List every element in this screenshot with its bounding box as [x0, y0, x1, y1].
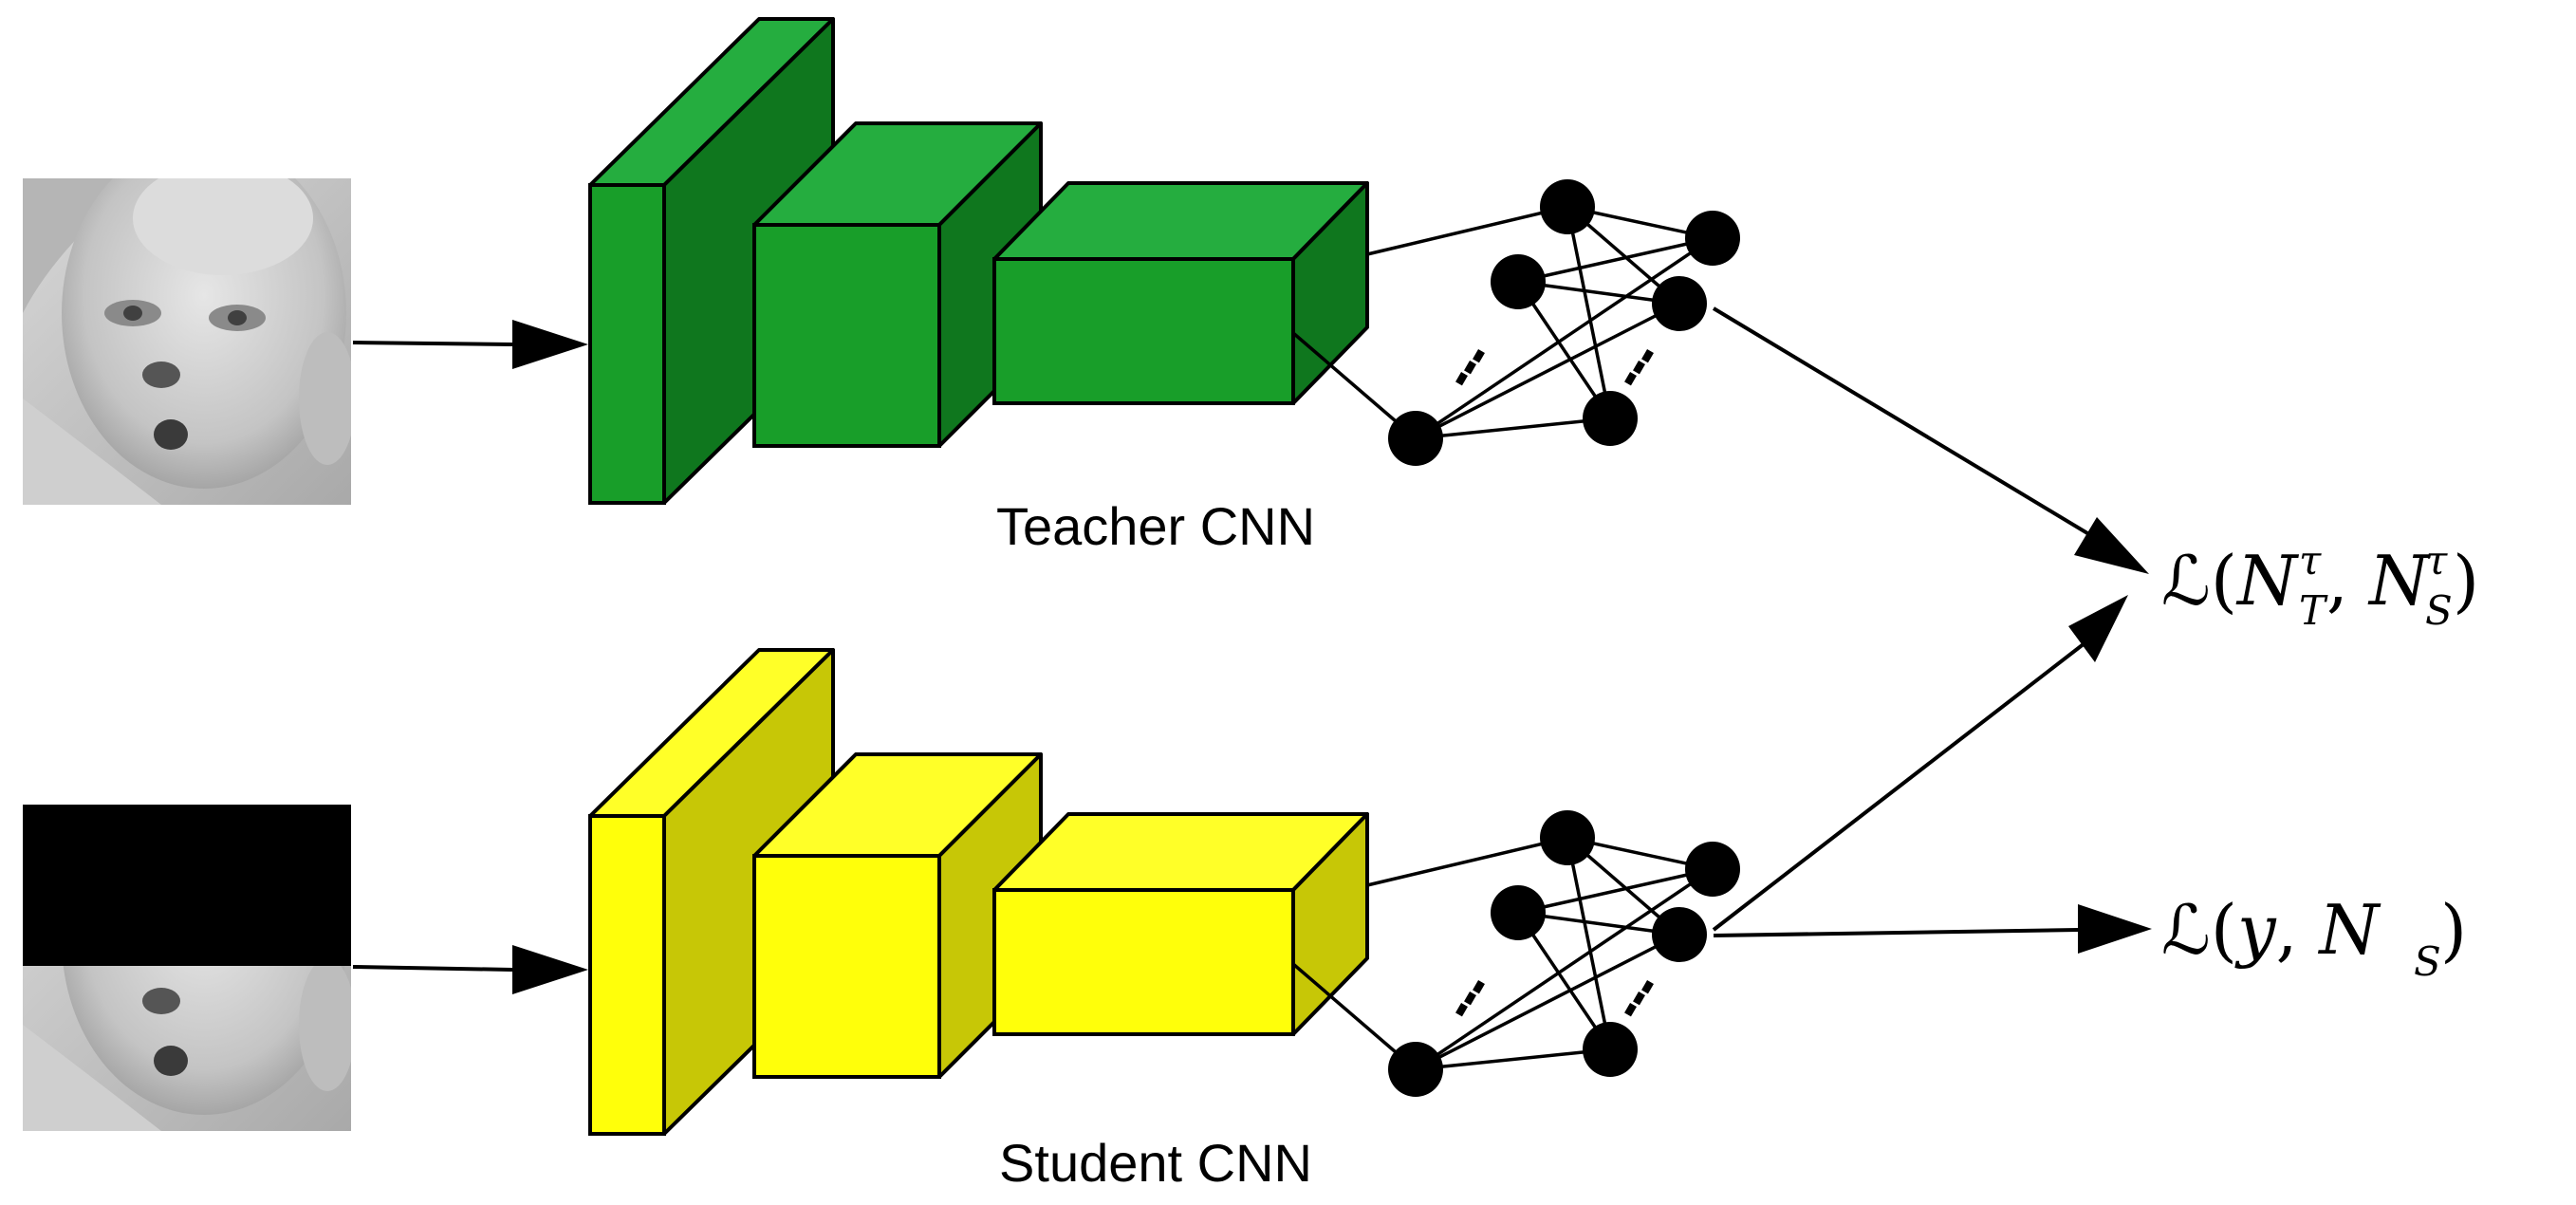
svg-text:,: ,	[2326, 541, 2348, 621]
ellipsis-dots	[1455, 348, 1654, 386]
neuron-layer2-2	[1583, 391, 1638, 446]
svg-text:ℒ(y, N: ℒ(y, N	[2161, 890, 2381, 970]
svg-text:τ: τ	[2299, 537, 2322, 584]
student-fully-connected-layers	[1291, 810, 1740, 1097]
teacher-fully-connected-layers	[1291, 179, 1740, 466]
svg-text:τ: τ	[2425, 537, 2448, 584]
svg-text:N: N	[2367, 541, 2432, 621]
neuron-layer1-2	[1388, 1042, 1443, 1097]
student-cnn	[588, 648, 1369, 1136]
student-cnn-label: Student CNN	[999, 1133, 1312, 1193]
neuron-layer1-2	[1388, 411, 1443, 466]
conv-layer-1	[588, 648, 835, 1136]
student-to-distillation-arrow	[1712, 595, 2128, 932]
student-input-arrow	[352, 945, 588, 994]
neuron-layer1-1	[1491, 885, 1546, 940]
ellipsis-dots	[1455, 979, 1654, 1017]
loss-script: ℒ	[2161, 541, 2211, 621]
conv-layer-3	[992, 812, 1369, 1036]
conv-layer-1	[588, 17, 835, 505]
svg-text:S: S	[2425, 587, 2453, 634]
svg-text:T: T	[2299, 587, 2328, 634]
neuron-layer2-2	[1583, 1022, 1638, 1077]
neuron-layer2-0	[1685, 842, 1740, 897]
neuron-layer2-0	[1685, 211, 1740, 266]
neuron-layer2-1	[1652, 907, 1707, 962]
neuron-layer2-1	[1652, 276, 1707, 331]
svg-text:): )	[2453, 541, 2479, 621]
teacher-input-image	[23, 178, 351, 505]
teacher-input-arrow	[352, 320, 588, 369]
teacher-cnn	[588, 17, 1369, 505]
svg-text:): )	[2440, 890, 2467, 970]
distillation-loss-formula: ℒ(N τ T , N τ S )	[2161, 537, 2479, 634]
teacher-cnn-label: Teacher CNN	[996, 496, 1315, 556]
neuron-layer1-0	[1540, 810, 1595, 865]
loss-script: ℒ	[2161, 890, 2211, 970]
neuron-layer1-1	[1491, 254, 1546, 309]
conv-layer-3	[992, 181, 1369, 405]
svg-text:S: S	[2414, 938, 2441, 985]
student-input-image	[23, 805, 351, 1131]
teacher-output-arrow	[1712, 306, 2149, 574]
student-loss-formula: ℒ(y, N S )	[2161, 890, 2467, 985]
student-output-arrow	[1713, 904, 2152, 954]
neuron-layer1-0	[1540, 179, 1595, 234]
occlusion-mask	[23, 805, 351, 966]
svg-text:ℒ(N: ℒ(N	[2161, 541, 2300, 621]
